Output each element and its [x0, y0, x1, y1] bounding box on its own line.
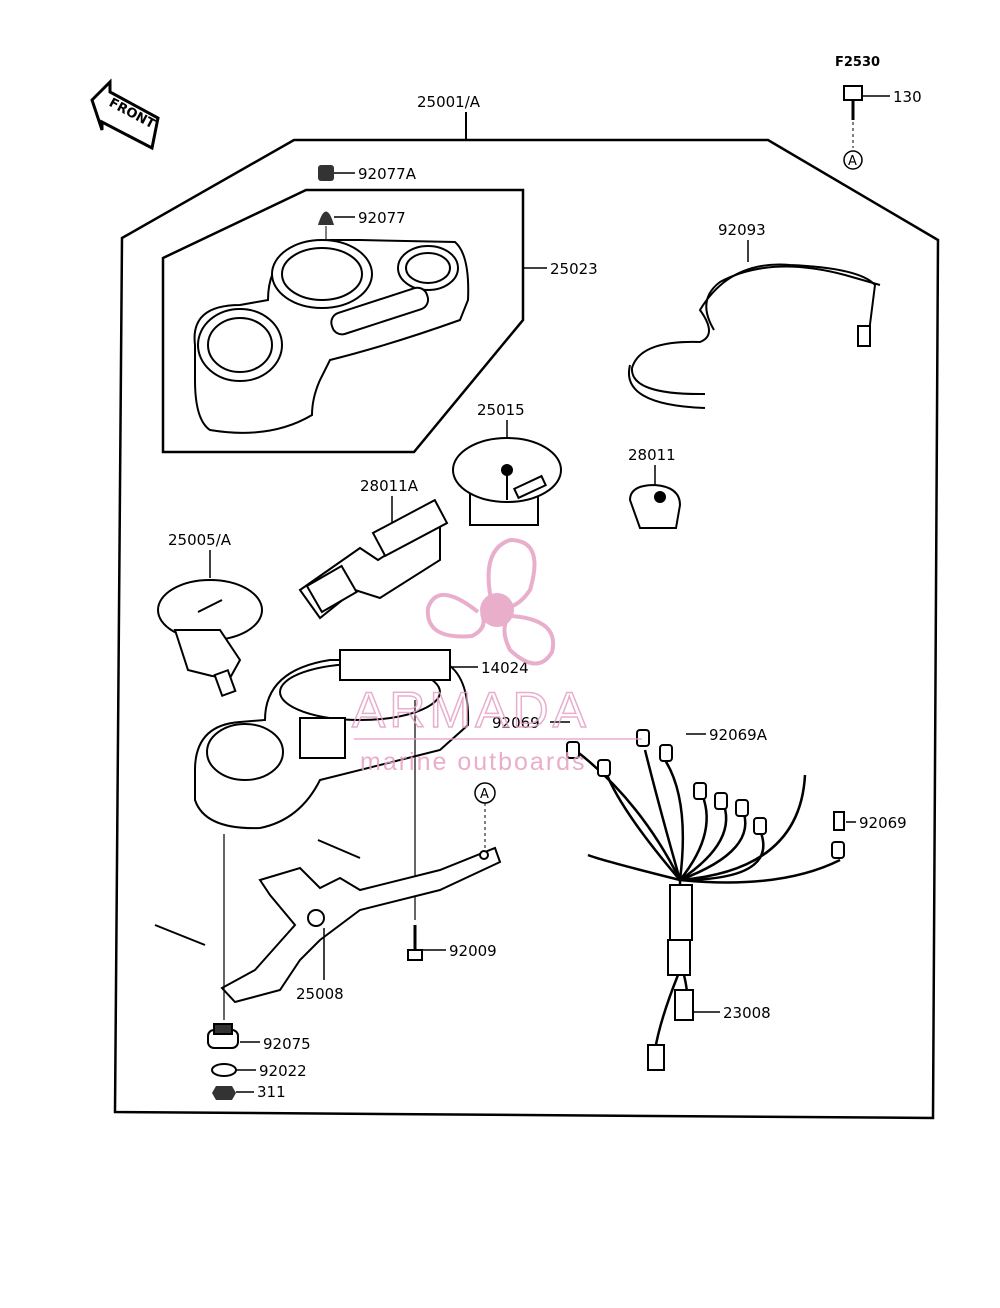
- cap-92077a-part: [318, 165, 334, 181]
- inner-case-part: [194, 649, 470, 830]
- label-socket-92069: 92069: [492, 714, 540, 732]
- cap-92077-part: [318, 211, 334, 225]
- ref-marker-bracket: A: [480, 787, 489, 802]
- label-nut: 311: [257, 1083, 286, 1101]
- propeller-icon: [425, 537, 556, 666]
- label-cap: 92077: [358, 209, 406, 227]
- nut-part: [212, 1086, 236, 1100]
- watermark-brand: ARMADA: [352, 682, 590, 738]
- label-inner-case: 14024: [481, 659, 529, 677]
- label-bolt-130: 130: [893, 88, 922, 106]
- bulb-socket-part: [628, 483, 682, 529]
- speedometer-part: [157, 579, 263, 698]
- watermark-tagline: marine outboards: [360, 748, 587, 776]
- meter-cover-part: [193, 239, 470, 434]
- label-assembly: 25001/A: [417, 93, 481, 111]
- front-arrow-icon: FRONT: [90, 78, 160, 151]
- socket-right-part: [833, 811, 845, 831]
- label-screw: 92009: [449, 942, 497, 960]
- bolt-130-part: A: [843, 85, 890, 170]
- label-bulb-socket: 28011: [628, 446, 676, 464]
- bracket-part: [154, 839, 502, 1004]
- label-case-cover: 25023: [550, 260, 598, 278]
- indicator-assy-part: [298, 498, 449, 620]
- label-washer: 92022: [259, 1062, 307, 1080]
- label-tacho-meter: 25015: [477, 401, 525, 419]
- label-harness: 23008: [723, 1004, 771, 1022]
- watermark: ARMADA marine outboards: [351, 537, 642, 776]
- label-bracket: 25008: [296, 985, 344, 1003]
- label-damper: 92075: [263, 1035, 311, 1053]
- band-part: [627, 263, 881, 409]
- label-cap-a: 92077A: [358, 165, 417, 183]
- label-socket-92069a: 92069A: [709, 726, 768, 744]
- label-indicator-assy: 28011A: [360, 477, 419, 495]
- harness-sockets: [566, 729, 845, 859]
- figure-code: F2530: [835, 55, 880, 70]
- ref-marker-top: A: [848, 154, 857, 169]
- cover-group-box: [161, 188, 525, 454]
- label-socket-92069-right: 92069: [859, 814, 907, 832]
- harness-part: [574, 749, 841, 1071]
- damper-part: [207, 1023, 239, 1049]
- assembly-frame: [113, 138, 940, 1120]
- label-band: 92093: [718, 221, 766, 239]
- tachometer-part: [452, 437, 562, 526]
- washer-part: [211, 1063, 237, 1077]
- label-speedometer: 25005/A: [168, 531, 232, 549]
